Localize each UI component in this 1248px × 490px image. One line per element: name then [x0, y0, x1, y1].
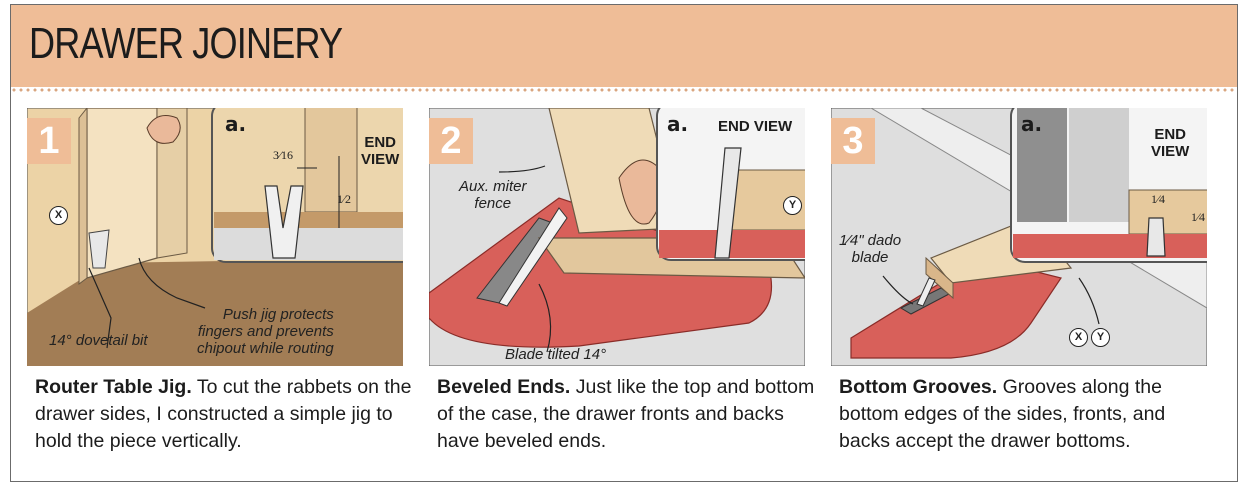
part-marker-y: Y	[1091, 328, 1110, 347]
router-table-jig-illustration	[27, 108, 403, 366]
caption-router-table-jig: Router Table Jig. To cut the rabbets on …	[35, 376, 412, 452]
header-bar: DRAWER JOINERY	[11, 5, 1237, 87]
dimension-1-4-depth: 1⁄4	[1191, 210, 1206, 224]
part-marker-x: X	[1069, 328, 1088, 347]
bottom-grooves-illustration	[831, 108, 1207, 366]
inset-a-mark: a.	[667, 112, 689, 136]
part-marker-y: Y	[783, 196, 802, 215]
beveled-ends-illustration	[429, 108, 805, 366]
dimension-1-2: 1⁄2	[337, 192, 352, 206]
inset-a-mark: a.	[1021, 112, 1043, 136]
caption-bottom-grooves: Bottom Grooves. Grooves along the bottom…	[839, 376, 1166, 452]
dimension-3-16: 3⁄16	[273, 148, 294, 162]
label-blade-tilted: Blade tilted 14°	[505, 346, 607, 363]
step-number-badge: 3	[831, 118, 875, 164]
dimension-1-4-width: 1⁄4	[1151, 192, 1166, 206]
step-number-badge: 2	[429, 118, 473, 164]
part-marker-x: X	[49, 206, 68, 225]
header-dotted-rule	[11, 87, 1237, 93]
page-title: DRAWER JOINERY	[29, 19, 343, 68]
label-dovetail-bit: 14° dovetail bit	[49, 332, 148, 349]
end-view-label: END VIEW	[718, 118, 793, 135]
step-number-badge: 1	[27, 118, 71, 164]
caption-beveled-ends: Beveled Ends. Just like the top and bott…	[437, 376, 815, 452]
inset-a-mark: a.	[225, 112, 247, 136]
